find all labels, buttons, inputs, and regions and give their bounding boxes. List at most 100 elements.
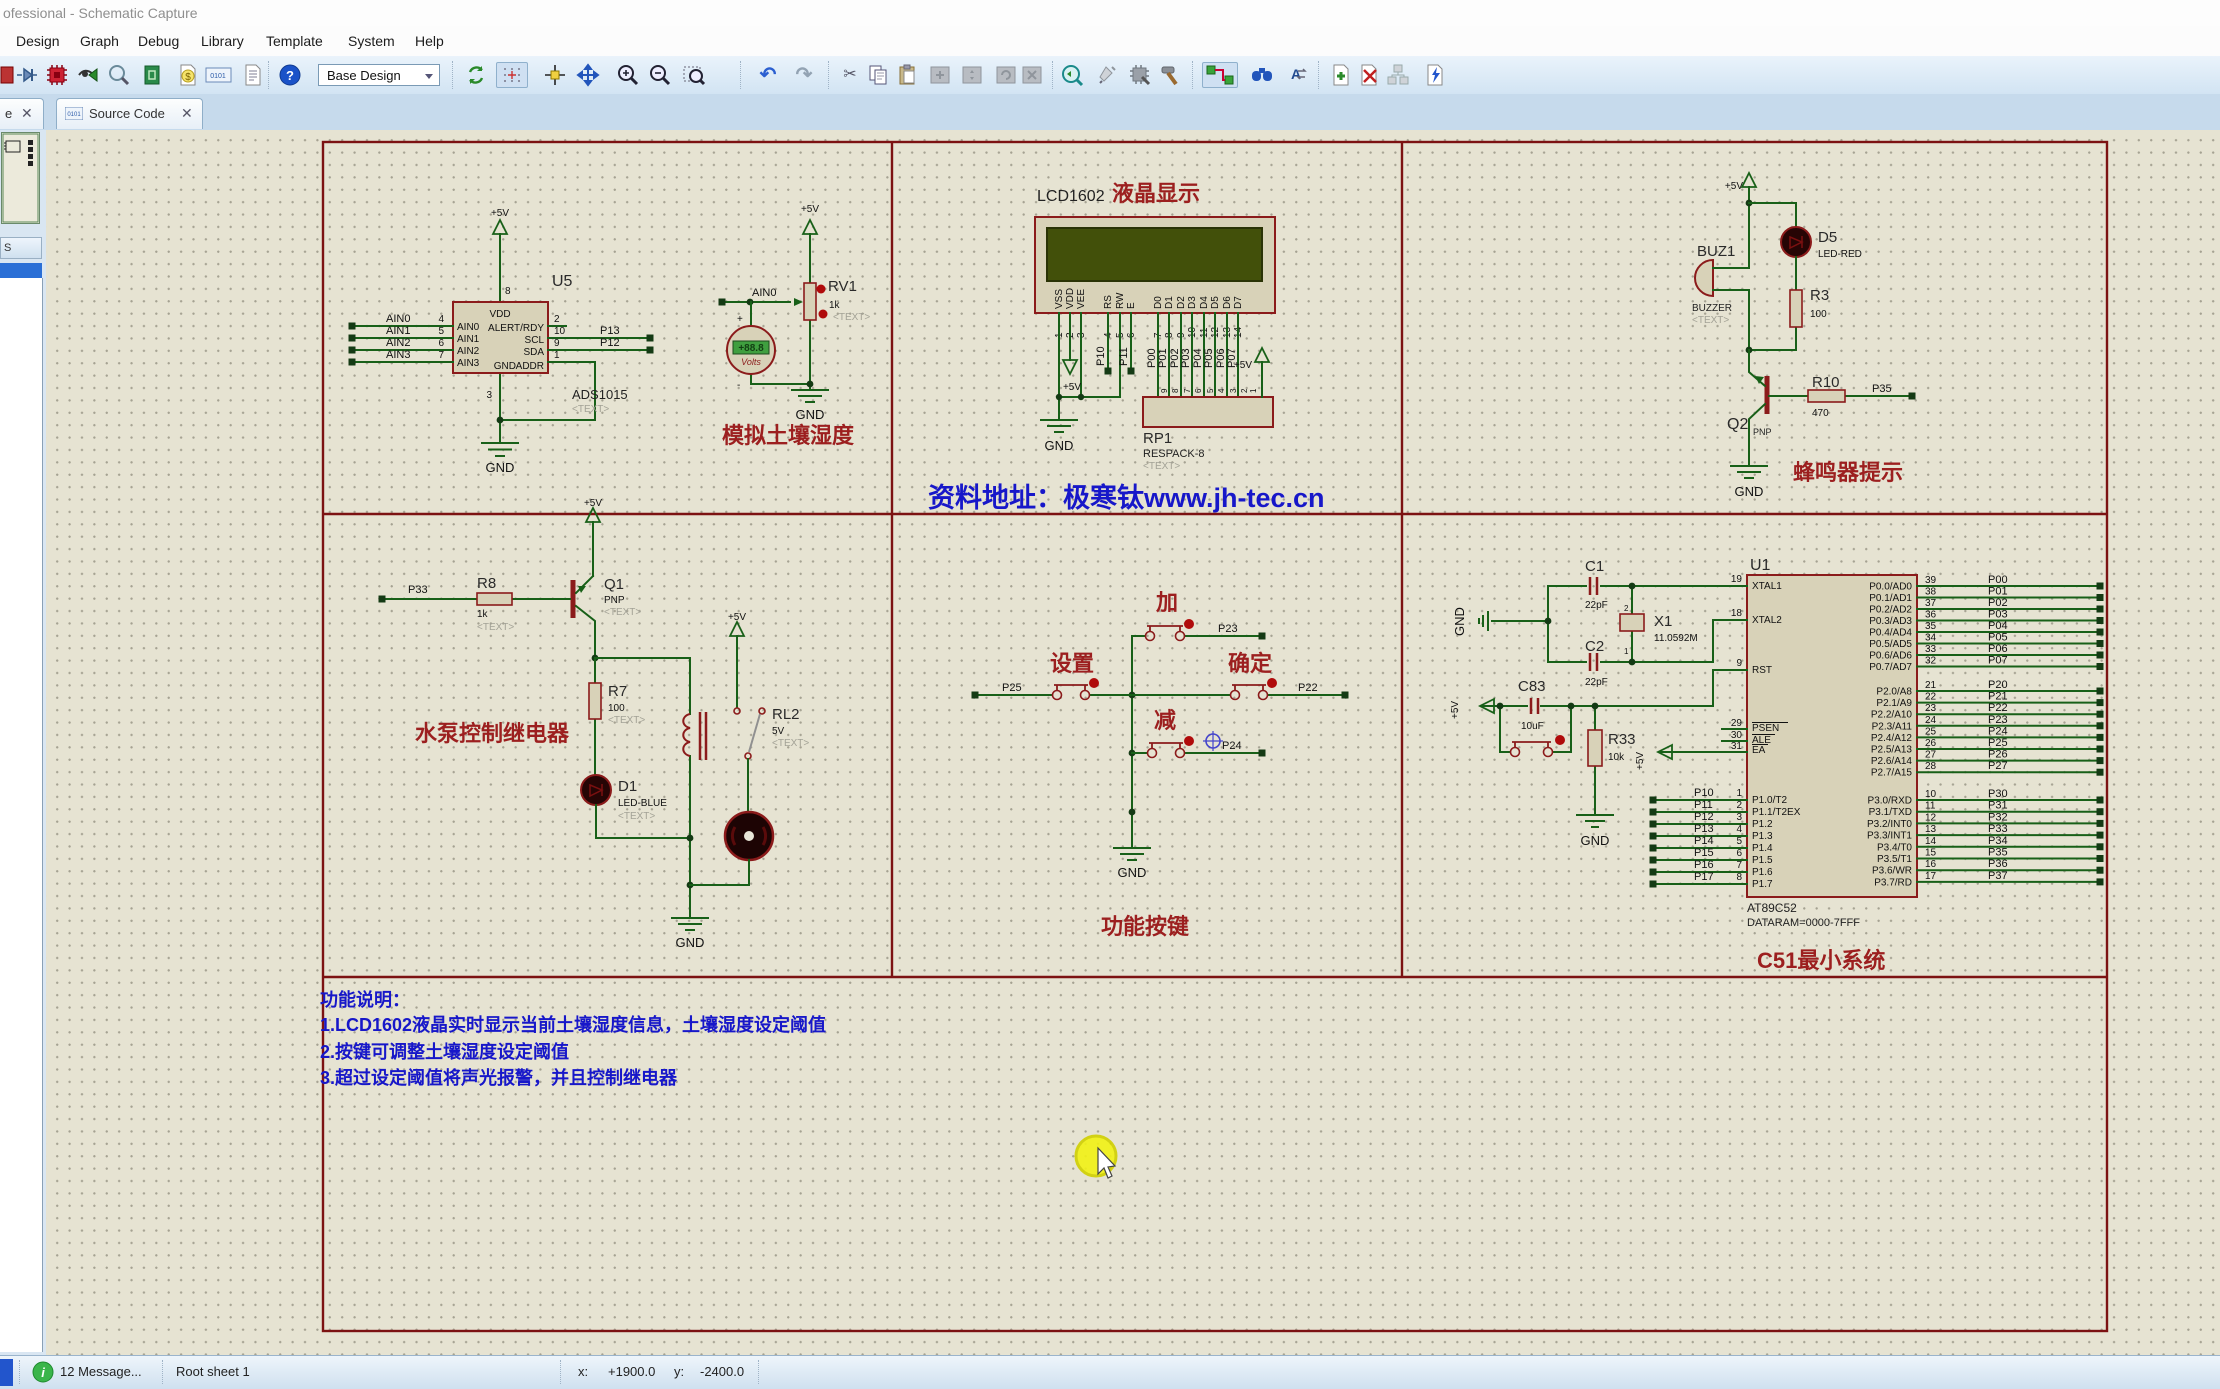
svg-text:D5: D5 bbox=[1818, 229, 1837, 246]
menu-graph[interactable]: Graph bbox=[80, 33, 119, 49]
pan-icon[interactable] bbox=[576, 63, 600, 87]
status-bar: i 12 Message... Root sheet 1 x: +1900.0 … bbox=[0, 1355, 2220, 1389]
zoom-out-icon[interactable] bbox=[648, 63, 672, 87]
block-copy-icon[interactable] bbox=[928, 63, 952, 87]
svg-text:5: 5 bbox=[1206, 388, 1215, 393]
block-move-icon[interactable] bbox=[960, 63, 984, 87]
info-icon[interactable]: i bbox=[32, 1361, 54, 1383]
zoom-area-icon[interactable] bbox=[682, 63, 706, 87]
svg-text:6: 6 bbox=[438, 338, 444, 349]
menu-template[interactable]: Template bbox=[266, 33, 323, 49]
svg-text:P30: P30 bbox=[1988, 788, 2008, 800]
svg-text:P05: P05 bbox=[1203, 348, 1215, 368]
close-icon[interactable]: ✕ bbox=[181, 105, 193, 121]
svg-text:0101: 0101 bbox=[210, 73, 226, 80]
tab-schematic[interactable]: e ✕ bbox=[0, 98, 44, 129]
mcu-at89c52[interactable]: U1 AT89C52 DATARAM=0000-7FFF C51最小系统 XTA… bbox=[1450, 557, 2104, 973]
block-rotate-icon[interactable] bbox=[994, 63, 1018, 87]
diode-icon[interactable] bbox=[15, 63, 39, 87]
zoom-in-icon[interactable] bbox=[616, 63, 640, 87]
menu-library[interactable]: Library bbox=[201, 33, 244, 49]
pump-relay[interactable]: +5V Q1 PNP <TEXT> P33 R8 1k <TEXT> R7 10… bbox=[378, 498, 810, 950]
lcd-screen bbox=[1046, 227, 1263, 282]
eye-icon[interactable] bbox=[76, 63, 100, 87]
route-mode-icon[interactable] bbox=[1202, 62, 1238, 88]
svg-text:P22: P22 bbox=[1988, 702, 2008, 714]
svg-text:<TEXT>: <TEXT> bbox=[1143, 461, 1180, 472]
menu-debug[interactable]: Debug bbox=[138, 33, 180, 49]
cut-icon[interactable]: ✂ bbox=[843, 66, 857, 83]
svg-text:18: 18 bbox=[1731, 608, 1743, 619]
textdoc-icon[interactable] bbox=[241, 63, 265, 87]
svg-text:P24: P24 bbox=[1222, 740, 1242, 752]
ic-icon[interactable] bbox=[45, 63, 69, 87]
play-button-partial[interactable] bbox=[0, 1359, 13, 1386]
svg-text:P02: P02 bbox=[1988, 597, 2008, 609]
menu-design[interactable]: Design bbox=[16, 33, 60, 49]
menu-system[interactable]: System bbox=[348, 33, 395, 49]
svg-text:U1: U1 bbox=[1750, 557, 1771, 574]
origin-icon[interactable] bbox=[543, 63, 567, 87]
svg-text:P15: P15 bbox=[1694, 847, 1714, 859]
overview-minimap[interactable] bbox=[1, 132, 40, 224]
hammer-icon[interactable] bbox=[1158, 63, 1182, 87]
paste-icon[interactable] bbox=[896, 63, 920, 87]
device-list-selected-row[interactable] bbox=[0, 263, 42, 278]
search-icon[interactable] bbox=[1250, 63, 1274, 87]
svg-text:P33: P33 bbox=[408, 584, 428, 596]
clipped-icon[interactable] bbox=[0, 63, 15, 87]
find-replace-icon[interactable]: A bbox=[1284, 63, 1308, 87]
buzzer-alarm[interactable]: +5V D5 LED-RED BUZ1 BUZZER <TEXT> R3 100… bbox=[1692, 170, 1916, 499]
svg-text:P34: P34 bbox=[1988, 835, 2008, 847]
devices-panel-header[interactable]: S bbox=[0, 237, 42, 259]
erc-icon[interactable] bbox=[1424, 63, 1448, 87]
block-delete-icon[interactable] bbox=[1020, 63, 1044, 87]
help-icon[interactable]: ? bbox=[278, 63, 302, 87]
lcd-display[interactable]: LCD1602 液晶显示 VSS1VDD2VEE3RS4RW5E6D07D18D… bbox=[1034, 181, 1276, 472]
svg-text:P13: P13 bbox=[600, 325, 620, 337]
menu-help[interactable]: Help bbox=[415, 33, 444, 49]
undo-icon[interactable]: ↶ bbox=[759, 64, 777, 86]
svg-text:D4: D4 bbox=[1199, 296, 1210, 309]
goto-icon[interactable] bbox=[1096, 63, 1120, 87]
svg-text:P12: P12 bbox=[600, 337, 620, 349]
delete-sheet-icon[interactable] bbox=[1358, 63, 1382, 87]
chip-edit-icon[interactable] bbox=[1128, 63, 1152, 87]
bom-icon[interactable]: $ bbox=[176, 63, 200, 87]
hierarchy-icon[interactable] bbox=[1386, 63, 1410, 87]
device-list[interactable] bbox=[0, 278, 43, 1352]
pcb-icon[interactable] bbox=[140, 63, 164, 87]
svg-text:X1: X1 bbox=[1654, 613, 1672, 630]
redo-icon[interactable]: ↷ bbox=[795, 64, 813, 86]
grid-icon[interactable] bbox=[496, 62, 528, 88]
moisture-sensor[interactable]: +5V AIN0 RV1 1k <TEXT> +88.8 Volts + - G… bbox=[718, 204, 871, 448]
toolbar: $ 0101 ? Base Design ↶ ↷ ✂ A bbox=[0, 56, 2220, 95]
svg-text:P1.6: P1.6 bbox=[1752, 867, 1773, 878]
svg-text:-: - bbox=[737, 380, 740, 391]
svg-text:VEE: VEE bbox=[1076, 289, 1087, 309]
new-sheet-icon[interactable] bbox=[1330, 63, 1354, 87]
zoom-fit-icon[interactable] bbox=[1060, 63, 1084, 87]
svg-text:P10: P10 bbox=[1095, 346, 1107, 366]
sheet-selector[interactable]: Base Design bbox=[318, 64, 440, 86]
copy-icon[interactable] bbox=[866, 63, 890, 87]
tab-source-code[interactable]: 0101 Source Code ✕ bbox=[56, 98, 203, 129]
svg-text:29: 29 bbox=[1731, 718, 1743, 729]
svg-text:P1.3: P1.3 bbox=[1752, 831, 1773, 842]
respack-rp1[interactable] bbox=[1142, 396, 1274, 428]
svg-text:GND: GND bbox=[1118, 865, 1147, 880]
binary-icon[interactable]: 0101 bbox=[205, 63, 232, 87]
refresh-icon[interactable] bbox=[464, 63, 488, 87]
svg-text:功能按键: 功能按键 bbox=[1101, 914, 1189, 939]
net-magnifier-icon[interactable] bbox=[107, 63, 131, 87]
svg-text:AIN1: AIN1 bbox=[457, 334, 480, 345]
svg-text:13: 13 bbox=[1925, 824, 1937, 835]
status-messages[interactable]: 12 Message... bbox=[60, 1364, 142, 1379]
svg-text:P0.4/AD4: P0.4/AD4 bbox=[1869, 628, 1912, 639]
svg-text:4: 4 bbox=[438, 314, 444, 325]
close-icon[interactable]: ✕ bbox=[21, 105, 33, 121]
svg-text:蜂鸣器提示: 蜂鸣器提示 bbox=[1793, 460, 1903, 485]
